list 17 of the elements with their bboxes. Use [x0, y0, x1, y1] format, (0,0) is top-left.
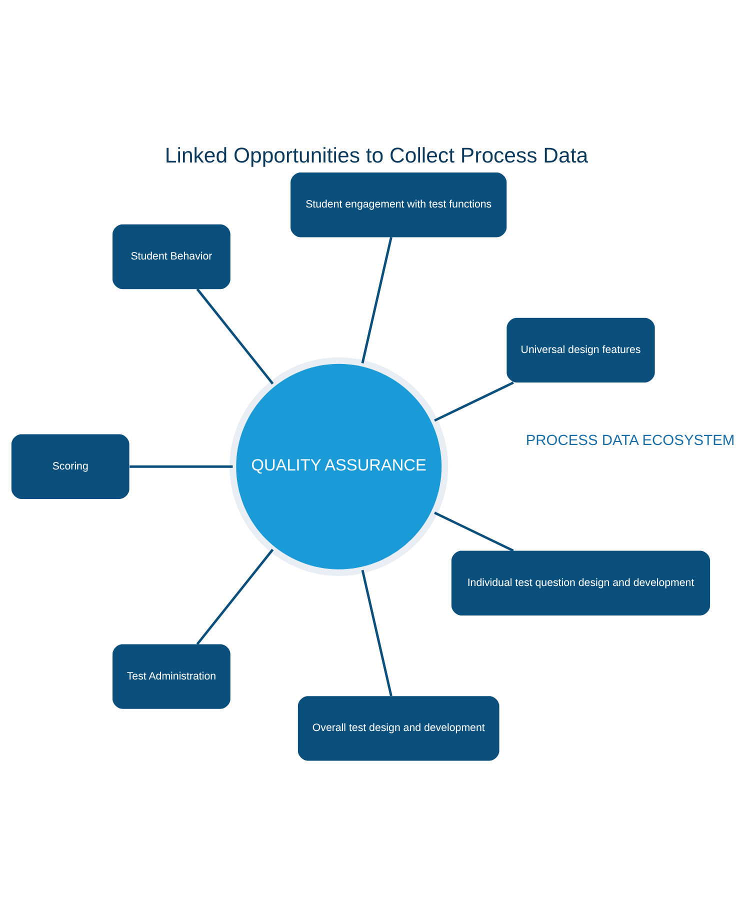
node-box: Scoring — [11, 434, 130, 498]
node-box: Individual test question design and development — [451, 550, 710, 615]
node-circle: QUALITY ASSURANCE — [230, 356, 448, 576]
connector — [130, 464, 233, 468]
connector — [434, 381, 514, 422]
connector — [361, 569, 392, 696]
node-box: Student Behavior — [112, 224, 230, 289]
node-box: Overall test design and development — [298, 696, 500, 760]
node-box: Test Administration — [112, 644, 230, 708]
node-box: Student engagement with test functions — [290, 172, 507, 237]
connector — [434, 511, 514, 552]
node-box: Universal design features — [506, 317, 655, 382]
connector — [196, 548, 274, 644]
connector — [196, 288, 274, 384]
label: PROCESS DATA ECOSYSTEM — [526, 432, 735, 448]
diagram-title: Linked Opportunities to Collect Process Data — [164, 143, 588, 168]
connector — [361, 236, 392, 363]
